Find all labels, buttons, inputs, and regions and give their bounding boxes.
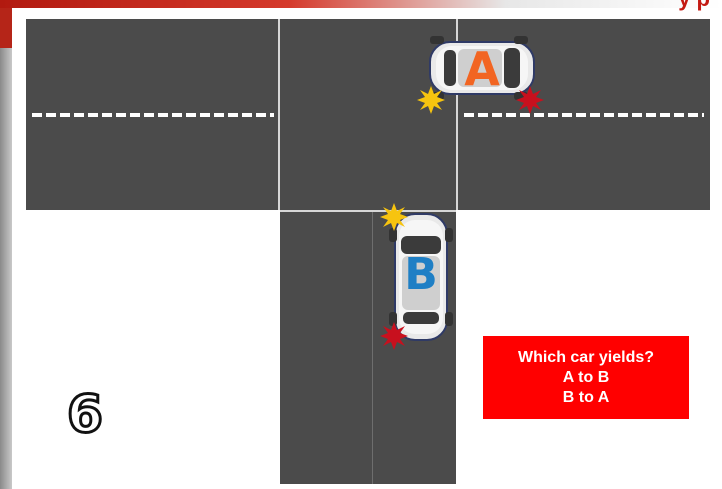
left-rail-accent — [0, 8, 12, 48]
brake-light-burst-icon — [380, 322, 408, 350]
slide-number: 6 — [60, 385, 110, 445]
lane-marking-west — [32, 113, 274, 117]
answer-option-b-to-a: B to A — [483, 388, 689, 408]
road-seam — [278, 19, 280, 210]
left-rail — [0, 8, 12, 489]
turn-signal-burst-icon — [380, 203, 408, 231]
answer-option-a-to-b: A to B — [483, 368, 689, 388]
slide-title-fragment: y p — [678, 0, 710, 8]
lane-divider-south — [372, 212, 373, 484]
car-b-label: B — [400, 253, 442, 297]
brake-light-burst-icon — [516, 86, 544, 114]
car-a-label: A — [462, 46, 502, 92]
header-band — [0, 0, 722, 8]
question-text: Which car yields? — [483, 348, 689, 368]
question-callout: Which car yields? A to B B to A — [483, 336, 689, 419]
turn-signal-burst-icon — [417, 86, 445, 114]
lane-marking-east — [464, 113, 704, 117]
